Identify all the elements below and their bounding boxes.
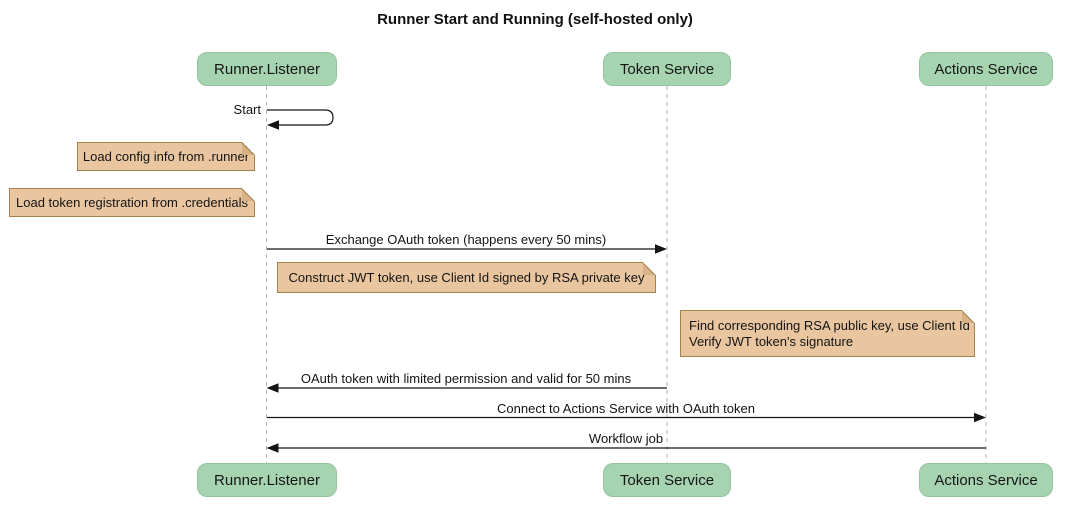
note-load-token-registration: Load token registration from .credential… — [9, 188, 255, 217]
message-connect-arrowhead — [974, 412, 986, 423]
participant-actions-service-bottom: Actions Service — [919, 463, 1053, 497]
participant-actions-service-top: Actions Service — [919, 52, 1053, 86]
note-verify-jwt: Find corresponding RSA public key, use C… — [680, 310, 975, 357]
message-workflow-arrowhead — [266, 443, 279, 453]
message-oauth-return-label: OAuth token with limited permission and … — [300, 371, 632, 386]
message-start-label: Start — [233, 102, 261, 117]
note-text: Construct JWT token, use Client Id signe… — [288, 269, 645, 285]
message-oauth-return-arrowhead — [266, 383, 279, 393]
note-construct-jwt: Construct JWT token, use Client Id signe… — [277, 262, 656, 293]
message-start-arrowhead — [267, 120, 279, 130]
message-connect-label: Connect to Actions Service with OAuth to… — [497, 401, 755, 416]
note-text: Load config info from .runner — [82, 148, 250, 164]
diagram-title: Runner Start and Running (self-hosted on… — [377, 11, 693, 28]
message-exchange-label: Exchange OAuth token (happens every 50 m… — [325, 232, 607, 247]
participant-token-service-bottom: Token Service — [603, 463, 731, 497]
message-start-self-loop — [267, 109, 334, 126]
note-load-config: Load config info from .runner — [77, 142, 255, 171]
message-exchange-arrowhead — [655, 244, 667, 254]
participant-runner-listener-bottom: Runner.Listener — [197, 463, 337, 497]
message-workflow-label: Workflow job — [588, 431, 664, 446]
participant-runner-listener-top: Runner.Listener — [197, 52, 337, 86]
note-text: Load token registration from .credential… — [16, 194, 248, 210]
note-text: Find corresponding RSA public key, use C… — [689, 317, 970, 349]
participant-token-service-top: Token Service — [603, 52, 731, 86]
